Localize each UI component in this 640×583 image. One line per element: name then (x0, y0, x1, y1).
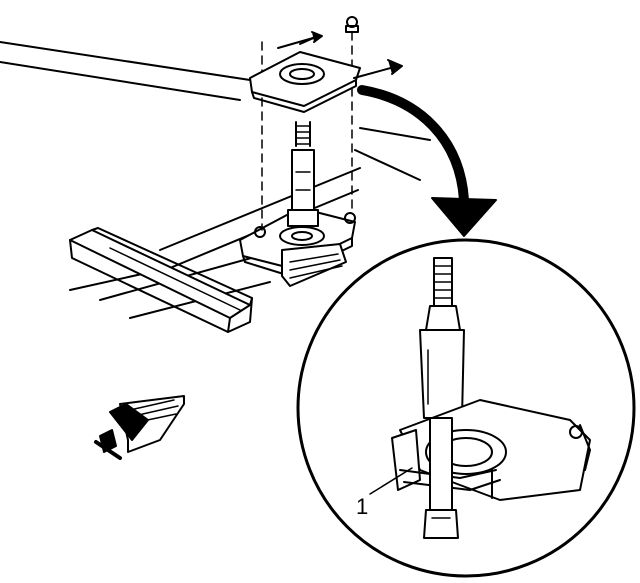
front-arrow (94, 395, 185, 460)
callout-label-1: 1 (356, 494, 369, 519)
detail-view (296, 238, 636, 578)
top-plate (249, 16, 361, 113)
output-shaft (287, 121, 319, 227)
crossmember-bracket (69, 227, 253, 333)
curved-arrow (357, 85, 497, 237)
direction-arrows-top (277, 31, 403, 79)
